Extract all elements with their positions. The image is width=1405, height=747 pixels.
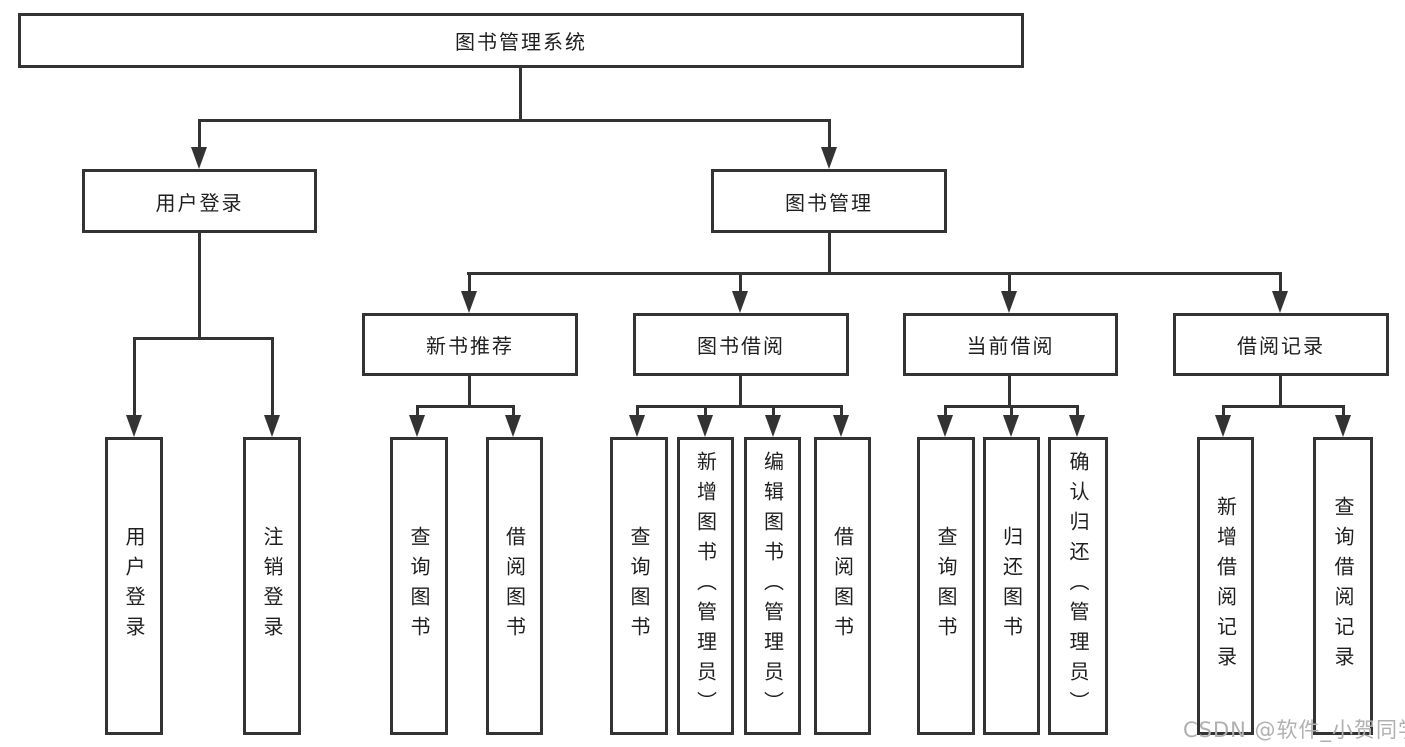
connector-stub [198,119,201,149]
connector-stem [468,376,471,408]
node-root: 图书管理系统 [18,13,1024,68]
connector-stub [944,405,947,417]
connector-split [636,405,843,408]
arrowhead-leaf [1215,415,1231,437]
connector-level2-split [198,119,830,122]
node-current-borrow: 当前借阅 [903,313,1118,376]
connector-book-mgmt-stem [828,233,831,275]
connector-stub [772,405,775,417]
arrowhead-borrow-record [1272,291,1288,313]
node-user-login: 用户登录 [82,169,317,233]
arrowhead-leaf [409,415,425,437]
connector-stub [468,272,471,293]
connector-stub [1279,272,1282,293]
leaf-nb-query-book-label: 查询图书 [407,526,431,646]
node-borrow-record-label: 借阅记录 [1237,334,1325,358]
arrowhead-leaf [505,415,521,437]
connector-stub [416,405,419,417]
node-book-mgmt: 图书管理 [711,169,947,233]
leaf-br-add-record: 新增借阅记录 [1197,437,1254,735]
arrowhead-leaf [1335,415,1351,437]
arrowhead-book-mgmt [821,147,837,169]
leaf-logout-label: 注销登录 [260,526,284,646]
node-book-mgmt-label: 图书管理 [785,190,873,215]
connector-root-stem [519,66,522,122]
leaf-cb-return-book-label: 归还图书 [999,526,1024,646]
leaf-cb-query-book: 查询图书 [917,437,975,735]
leaf-br-add-record-label: 新增借阅记录 [1213,496,1238,676]
leaf-bb-add-book-admin: 新增图书（管理员） [677,437,734,735]
node-new-book-rec-label: 新书推荐 [426,334,514,358]
arrowhead-leaf [1069,415,1085,437]
arrowhead-leaf [833,415,849,437]
node-root-label: 图书管理系统 [455,30,587,54]
connector-split [416,405,515,408]
node-user-login-label: 用户登录 [155,190,244,215]
connector-stub [636,405,639,417]
node-book-borrow: 图书借阅 [633,313,849,376]
leaf-nb-query-book: 查询图书 [390,437,448,735]
connector-stub [739,272,742,293]
connector-stub [271,337,274,417]
arrowhead-user-login [191,147,207,169]
connector-user-login-split [133,337,273,340]
node-book-borrow-label: 图书借阅 [697,334,785,358]
leaf-bb-edit-book-admin: 编辑图书（管理员） [744,437,801,735]
arrowhead-leaf [697,415,713,437]
connector-stub [1076,405,1079,417]
arrowhead-current-borrow [1001,291,1017,313]
connector-stub [828,119,831,149]
arrowhead-leaf-user-login [126,415,142,437]
connector-stub [512,405,515,417]
arrowhead-new-book [461,291,477,313]
leaf-cb-confirm-return-admin-label: 确认归还（管理员） [1066,451,1090,721]
arrowhead-leaf [629,415,645,437]
leaf-user-login-label: 用户登录 [122,526,146,646]
leaf-cb-confirm-return-admin: 确认归还（管理员） [1048,437,1108,735]
leaf-bb-borrow-book-label: 借阅图书 [830,526,855,646]
watermark-text: CSDN @软件_小贺同学 [1183,718,1405,742]
connector-stub [704,405,707,417]
node-current-borrow-label: 当前借阅 [966,334,1055,358]
leaf-nb-borrow-book-label: 借阅图书 [502,526,527,646]
leaf-cb-return-book: 归还图书 [983,437,1040,735]
leaf-bb-borrow-book: 借阅图书 [814,437,871,735]
node-new-book-rec: 新书推荐 [362,313,578,376]
leaf-cb-query-book-label: 查询图书 [934,526,958,646]
connector-split [1222,405,1345,408]
leaf-bb-query-book: 查询图书 [610,437,668,735]
leaf-logout: 注销登录 [243,437,301,735]
leaf-nb-borrow-book: 借阅图书 [486,437,543,735]
leaf-bb-edit-book-admin-label: 编辑图书（管理员） [760,451,785,721]
leaf-bb-add-book-admin-label: 新增图书（管理员） [693,451,718,721]
arrowhead-book-borrow [732,291,748,313]
arrowhead-leaf-logout [264,415,280,437]
arrowhead-leaf [765,415,781,437]
connector-stub [1008,272,1011,293]
connector-level3-split [467,272,1282,275]
connector-stem [1008,376,1011,408]
connector-stem [1279,376,1282,408]
connector-stub [1342,405,1345,417]
connector-stub [1010,405,1013,417]
leaf-bb-query-book-label: 查询图书 [627,526,651,646]
node-borrow-record: 借阅记录 [1173,313,1389,376]
leaf-br-query-record: 查询借阅记录 [1313,437,1373,735]
connector-stub [1222,405,1225,417]
connector-stem [739,376,742,408]
arrowhead-leaf [937,415,953,437]
connector-user-login-stem [198,233,201,340]
leaf-user-login: 用户登录 [105,437,163,735]
leaf-br-query-record-label: 查询借阅记录 [1331,496,1355,676]
connector-stub [133,337,136,417]
arrowhead-leaf [1003,415,1019,437]
connector-stub [840,405,843,417]
